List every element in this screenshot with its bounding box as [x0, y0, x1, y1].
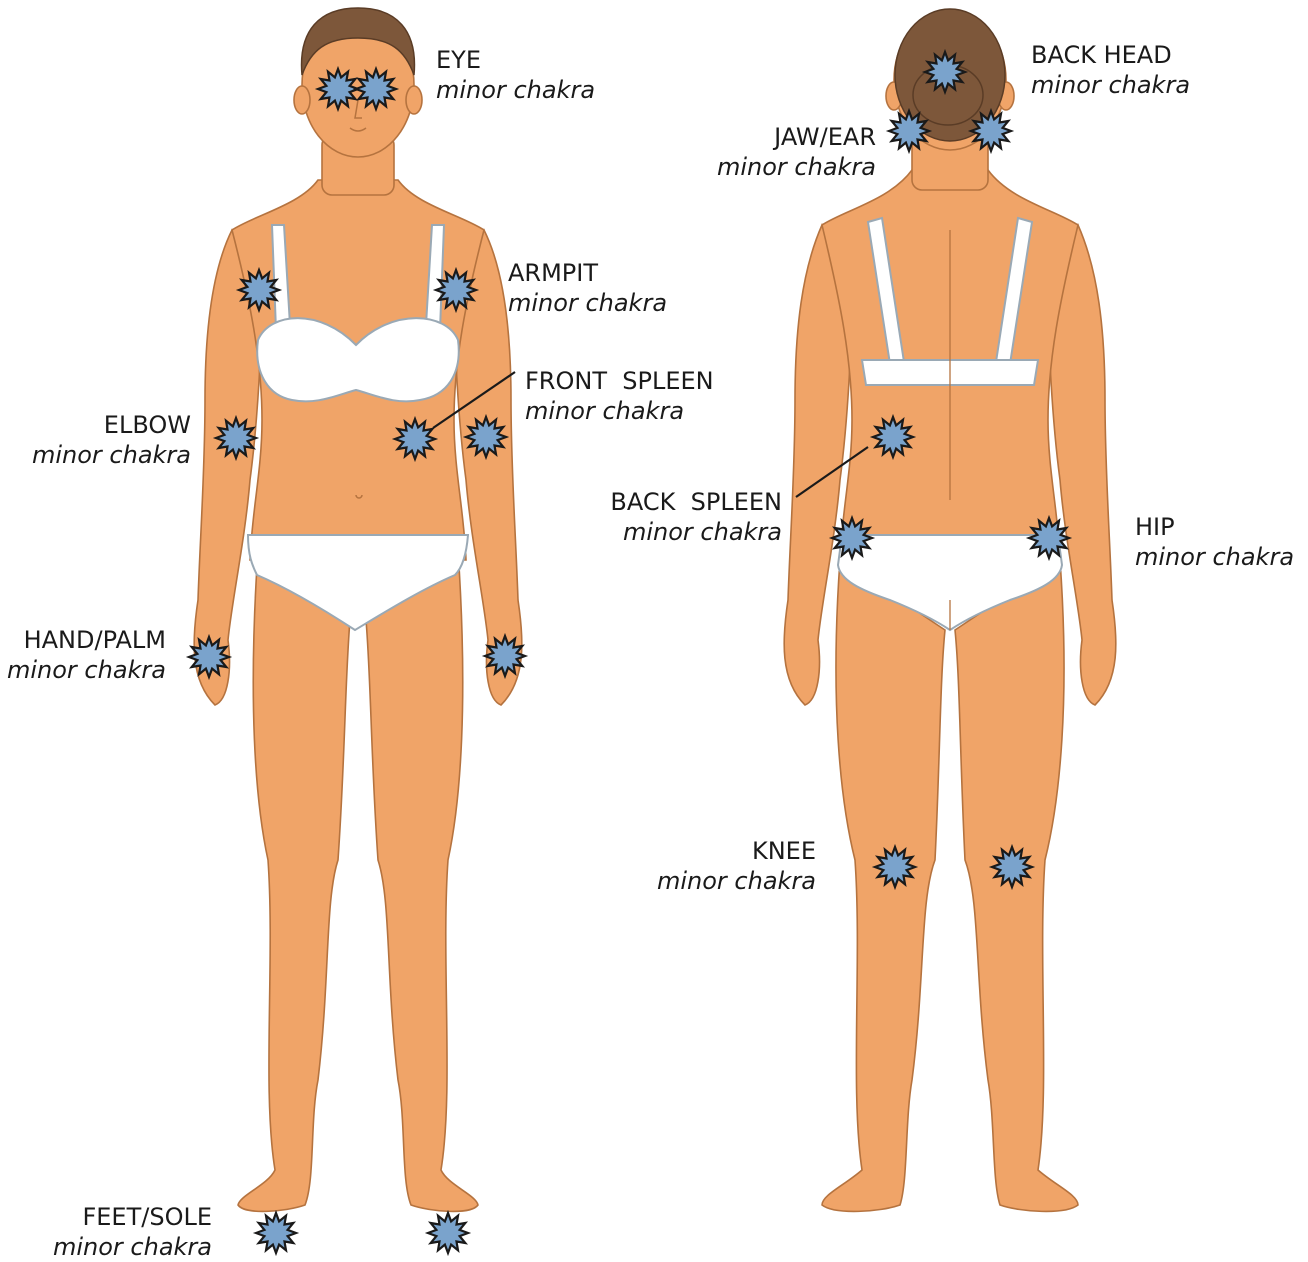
label-hand-palm-title: HAND/PALM	[7, 625, 166, 655]
label-jaw-ear: JAW/EAR minor chakra	[717, 122, 876, 182]
label-hip-sub: minor chakra	[1135, 542, 1294, 572]
label-front-spleen: FRONT SPLEEN minor chakra	[525, 366, 714, 426]
label-back-spleen: BACK SPLEEN minor chakra	[610, 487, 782, 547]
feet-chakra-right	[428, 1213, 468, 1253]
label-back-spleen-title: BACK SPLEEN	[610, 487, 782, 517]
label-hand-palm-sub: minor chakra	[7, 655, 166, 685]
label-armpit-sub: minor chakra	[508, 288, 667, 318]
label-back-spleen-sub: minor chakra	[610, 517, 782, 547]
label-hand-palm: HAND/PALM minor chakra	[7, 625, 166, 685]
label-back-head-sub: minor chakra	[1031, 70, 1190, 100]
label-back-head-title: BACK HEAD	[1031, 40, 1190, 70]
label-jaw-ear-sub: minor chakra	[717, 152, 876, 182]
label-armpit-title: ARMPIT	[508, 258, 667, 288]
label-elbow-sub: minor chakra	[32, 440, 191, 470]
label-eye-sub: minor chakra	[436, 75, 595, 105]
label-hip: HIP minor chakra	[1135, 512, 1294, 572]
label-elbow-title: ELBOW	[32, 410, 191, 440]
label-hip-title: HIP	[1135, 512, 1294, 542]
feet-chakra-left	[256, 1213, 296, 1253]
label-feet-sole-title: FEET/SOLE	[53, 1202, 212, 1232]
label-elbow: ELBOW minor chakra	[32, 410, 191, 470]
label-armpit: ARMPIT minor chakra	[508, 258, 667, 318]
label-feet-sole: FEET/SOLE minor chakra	[53, 1202, 212, 1262]
label-front-spleen-sub: minor chakra	[525, 396, 714, 426]
label-eye: EYE minor chakra	[436, 45, 595, 105]
label-jaw-ear-title: JAW/EAR	[717, 122, 876, 152]
label-back-head: BACK HEAD minor chakra	[1031, 40, 1190, 100]
label-feet-sole-sub: minor chakra	[53, 1232, 212, 1262]
label-knee-title: KNEE	[657, 836, 816, 866]
label-front-spleen-title: FRONT SPLEEN	[525, 366, 714, 396]
label-eye-title: EYE	[436, 45, 595, 75]
label-knee-sub: minor chakra	[657, 866, 816, 896]
label-knee: KNEE minor chakra	[657, 836, 816, 896]
